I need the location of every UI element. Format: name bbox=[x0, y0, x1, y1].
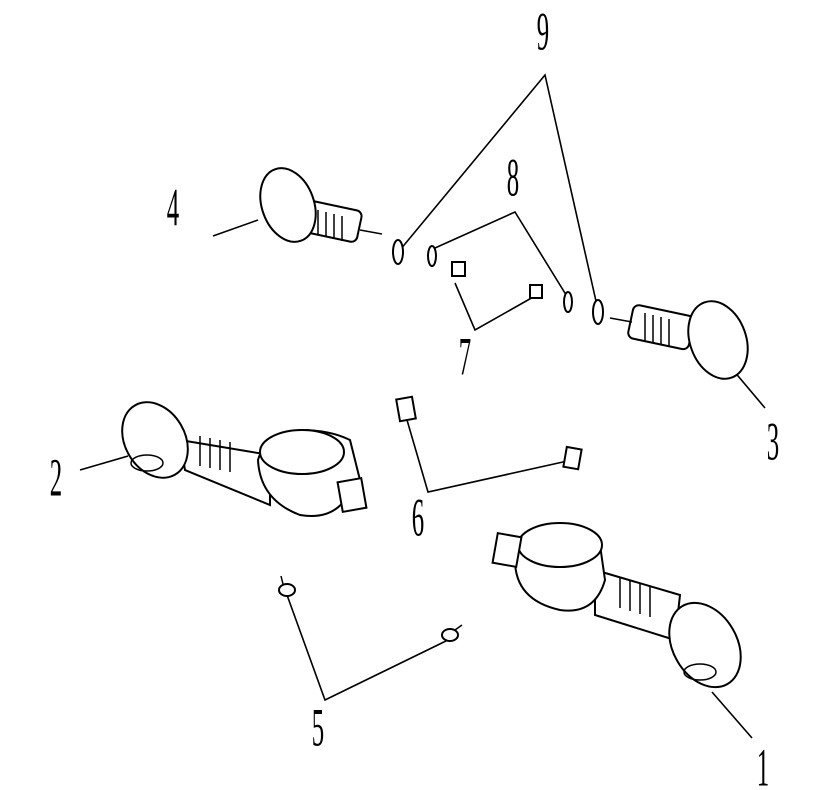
callout-2: 2 bbox=[49, 446, 63, 508]
callout-4: 4 bbox=[166, 176, 180, 238]
part-1-front-right-signal bbox=[491, 522, 742, 689]
leader-line-1 bbox=[711, 691, 753, 739]
leader-line-3 bbox=[732, 369, 766, 409]
callout-8: 8 bbox=[506, 146, 520, 208]
callout-1: 1 bbox=[756, 736, 770, 790]
leader-line-9 bbox=[399, 73, 599, 311]
leader-line-6 bbox=[406, 419, 573, 493]
callout-9: 9 bbox=[536, 0, 550, 62]
callout-6: 6 bbox=[411, 486, 425, 548]
clips-and-screws bbox=[278, 395, 583, 642]
callout-7: 7 bbox=[458, 325, 472, 387]
leader-line-2 bbox=[79, 455, 129, 471]
callout-5: 5 bbox=[311, 696, 325, 758]
callout-3: 3 bbox=[766, 410, 780, 472]
part-2-front-left-signal bbox=[121, 401, 368, 517]
leader-line-4 bbox=[212, 219, 259, 237]
leader-line-8 bbox=[434, 210, 569, 299]
leader-lines bbox=[79, 73, 766, 739]
leader-line-7 bbox=[454, 282, 536, 332]
part-4-rear-left-signal bbox=[259, 167, 383, 243]
small-hardware bbox=[392, 239, 604, 325]
leader-line-5 bbox=[286, 594, 449, 702]
part-3-rear-right-signal bbox=[609, 300, 749, 380]
